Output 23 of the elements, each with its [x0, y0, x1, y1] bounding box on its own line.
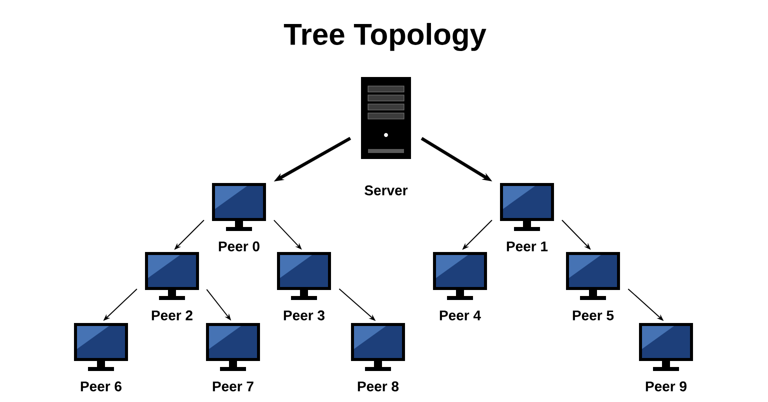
computer-monitor: Peer 6 — [74, 323, 128, 392]
node-label: Peer 2 — [152, 310, 192, 320]
node-label: Peer 0 — [218, 241, 260, 252]
computer-monitor: Peer 4 — [433, 252, 487, 320]
node-label: Peer 1 — [506, 242, 548, 252]
node-label: Peer 6 — [80, 381, 122, 392]
node-label: Peer 3 — [284, 310, 324, 320]
computer-monitor: Peer 7 — [206, 323, 260, 392]
node-label: Peer 5 — [572, 310, 614, 320]
computer-monitor: Peer 1 — [500, 183, 554, 252]
computer-monitor: Peer 0 — [212, 183, 266, 252]
node-label: Peer 8 — [358, 381, 399, 392]
computer-monitor: Peer 8 — [351, 323, 405, 392]
server-tower: Server — [361, 77, 411, 196]
computer-monitor: Peer 9 — [639, 323, 693, 392]
node-label: Peer 4 — [440, 310, 481, 320]
computer-monitor: Peer 3 — [277, 252, 331, 320]
node-label: Peer 7 — [212, 382, 254, 392]
node-label: Server — [364, 185, 408, 196]
computer-monitor: Peer 5 — [566, 252, 620, 320]
title: Tree Topology — [284, 22, 486, 52]
node-label: Peer 9 — [646, 381, 686, 392]
computer-monitor: Peer 2 — [145, 252, 199, 320]
